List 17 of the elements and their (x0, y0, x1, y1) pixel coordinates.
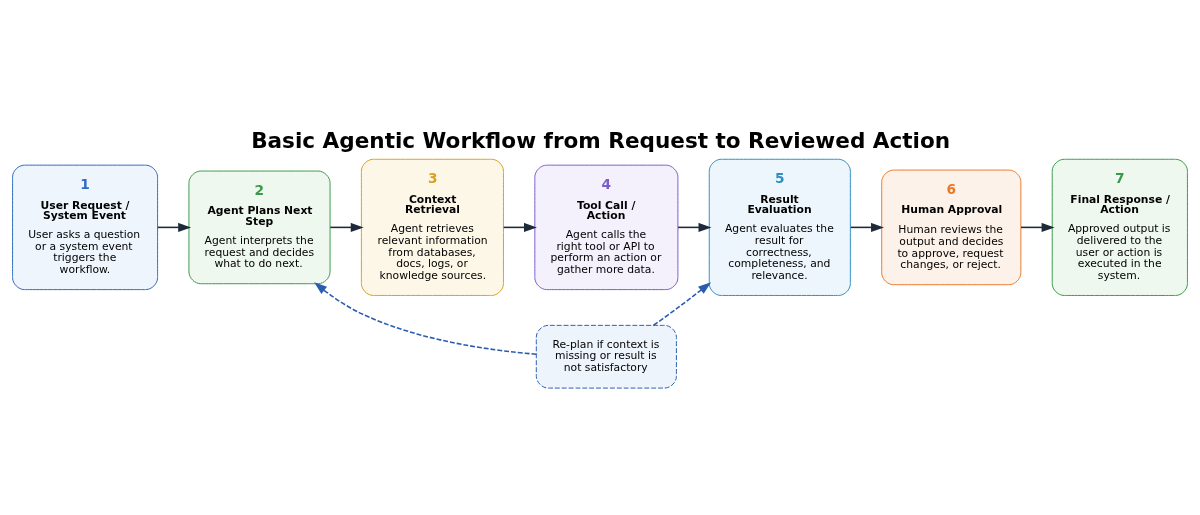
node-box: 3 Context Retrieval Agent retrieves relevant information from databases, docs, logs, or knowledge sources. (360, 158, 504, 296)
diagram-title: Basic Agentic Workflow from Request to Reviewed Action (251, 127, 951, 153)
arrow (329, 222, 364, 232)
arrow (652, 281, 712, 326)
node-box: 5 Result Evaluation Agent evaluates the result for correctness, completeness, and relevance. (708, 158, 851, 296)
node-box: 1 User Request / System Event User asks a question or a system event triggers the workflow. (12, 164, 159, 290)
arrow (677, 222, 712, 232)
arrow (849, 222, 884, 232)
node-box: 2 Agent Plans Next Step Agent interprets the request and decides what to do next. (188, 170, 331, 284)
node-box: 4 Tool Call / Action Agent calls the right tool or API to perform an action or gather more data. (534, 164, 679, 290)
arrow (502, 222, 537, 232)
node-box: 7 Final Response / Action Approved output is delivered to the user or action is executed in the system. (1051, 158, 1188, 296)
node-box: 6 Human Approval Human reviews the output and decides to approve, request changes, or reject. (881, 169, 1022, 285)
arrow (314, 281, 537, 355)
arrow (1020, 222, 1055, 232)
node-box: Re-plan if context is missing or result is not satisfactory (535, 324, 677, 389)
arrow (156, 222, 192, 232)
